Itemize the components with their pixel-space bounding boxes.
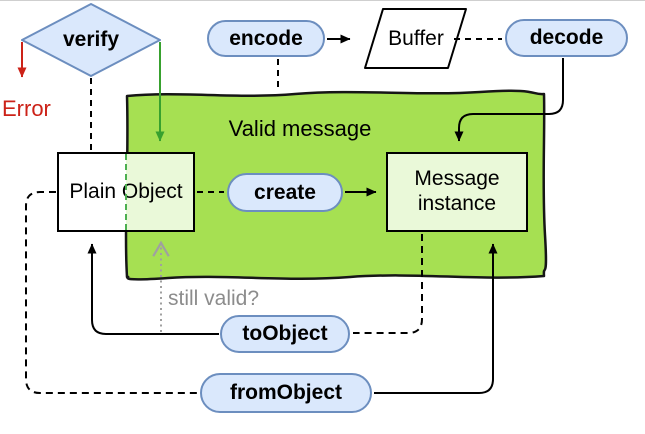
- page-top-border: [0, 0, 645, 1]
- message-instance-node: Message instance: [386, 152, 528, 232]
- decode-node: decode: [505, 19, 628, 57]
- toobject-node: toObject: [220, 315, 350, 353]
- verify-diamond-shape: [21, 3, 161, 77]
- error-label: Error: [2, 96, 51, 121]
- encode-label: encode: [229, 26, 303, 50]
- fromobject-label: fromObject: [229, 381, 342, 404]
- message-instance-label: Message instance: [414, 167, 500, 215]
- still-valid-label: still valid?: [168, 287, 260, 310]
- decode-label: decode: [529, 26, 604, 49]
- verify-node: verify: [32, 23, 150, 57]
- buffer-parallelogram-shape: [364, 8, 467, 69]
- create-label: create: [254, 180, 316, 204]
- verify-label: verify: [62, 28, 120, 51]
- toobject-label: toObject: [242, 322, 328, 345]
- buffer-label: Buffer: [388, 27, 444, 50]
- plain-object-node: Plain Object: [57, 152, 195, 232]
- create-node: create: [227, 173, 343, 212]
- buffer-node: Buffer: [374, 23, 458, 55]
- plain-object-label: Plain Object: [69, 179, 183, 203]
- fromobject-node: fromObject: [200, 373, 372, 413]
- encode-node: encode: [207, 20, 325, 57]
- valid-message-label: Valid message: [228, 116, 372, 141]
